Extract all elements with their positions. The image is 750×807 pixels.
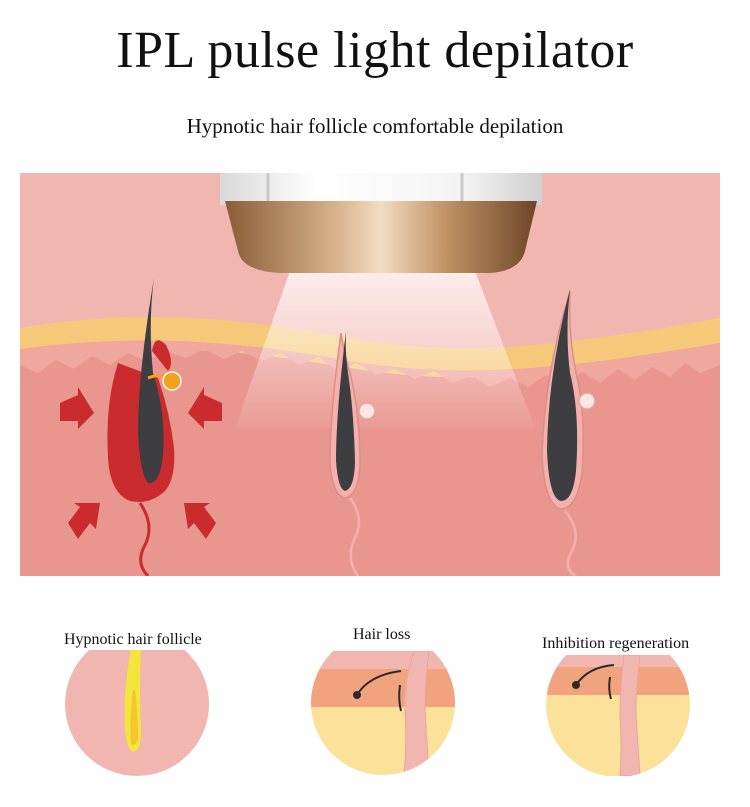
step-label-hair-loss: Hair loss bbox=[353, 626, 411, 643]
inhibited-follicle bbox=[541, 289, 596, 576]
step-label-inhibition: Inhibition regeneration bbox=[542, 635, 690, 652]
light-beam bbox=[235, 271, 535, 428]
ipl-device-head bbox=[220, 173, 542, 273]
hypnotic-follicle-circle bbox=[65, 650, 209, 776]
page-subtitle: Hypnotic hair follicle comfortable depil… bbox=[186, 114, 564, 138]
shedding-follicle bbox=[329, 331, 376, 576]
page-title: IPL pulse light depilator bbox=[116, 22, 634, 79]
inhibition-regeneration-circle bbox=[546, 655, 690, 776]
treated-follicle bbox=[60, 278, 222, 576]
hair-loss-circle bbox=[311, 651, 455, 775]
step-label-hypnotic: Hypnotic hair follicle bbox=[64, 631, 202, 648]
skin-cross-section-illustration bbox=[20, 173, 720, 576]
